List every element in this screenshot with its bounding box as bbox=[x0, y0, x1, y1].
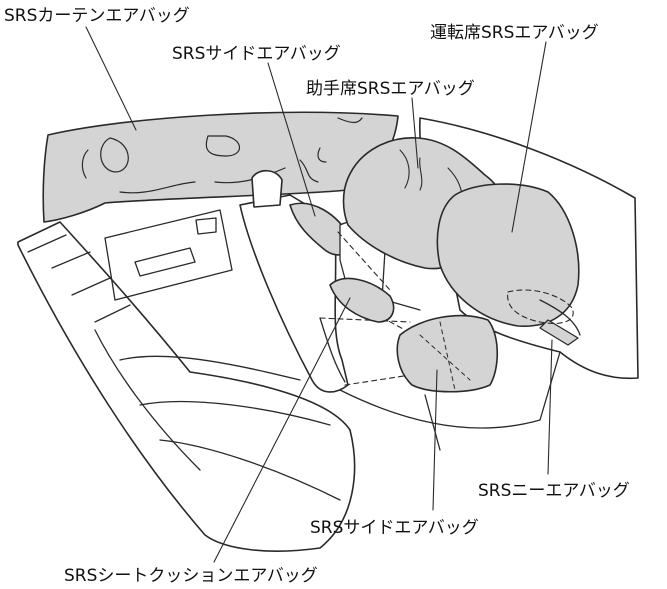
label-side-airbag-front: SRSサイドエアバッグ bbox=[172, 44, 341, 64]
driver-airbag bbox=[436, 183, 580, 327]
label-seat-cushion-airbag: SRSシートクッションエアバッグ bbox=[64, 566, 318, 586]
leader-lines bbox=[85, 26, 553, 563]
curtain-airbag-folds bbox=[81, 117, 363, 194]
label-driver-airbag: 運転席SRSエアバッグ bbox=[430, 23, 599, 43]
rear-seat-details bbox=[27, 234, 341, 501]
label-passenger-airbag: 助手席SRSエアバッグ bbox=[306, 79, 475, 99]
knee-airbag-outline bbox=[507, 289, 574, 325]
floor-lines bbox=[339, 351, 561, 451]
label-side-airbag-rear: SRSサイドエアバッグ bbox=[310, 518, 479, 538]
curtain-airbag bbox=[42, 111, 399, 223]
label-curtain-airbag: SRSカーテンエアバッグ bbox=[4, 6, 190, 26]
side-airbag-rear-folds bbox=[419, 321, 471, 391]
steering-column bbox=[539, 299, 581, 346]
passenger-headrest bbox=[251, 169, 283, 208]
seat-cushion-airbag bbox=[329, 277, 395, 323]
door-panel bbox=[104, 209, 233, 301]
label-knee-airbag: SRSニーエアバッグ bbox=[478, 481, 630, 501]
